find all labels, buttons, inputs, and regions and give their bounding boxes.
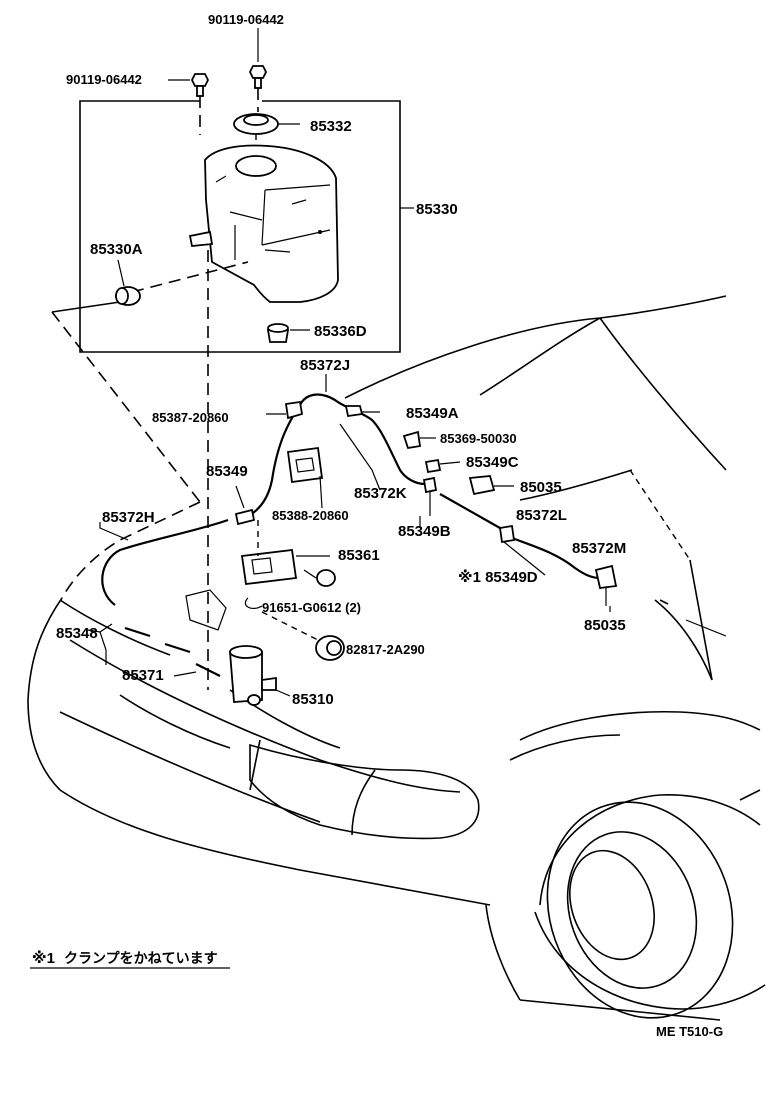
- label-joint-plain: 85349: [206, 463, 248, 480]
- hose-85372j: [249, 393, 426, 516]
- label-grommet-82817: 82817-2A290: [346, 642, 425, 657]
- clamp-85387: [266, 400, 304, 420]
- label-nozzle-1: 85035: [520, 479, 562, 496]
- label-hose-371: 85371: [122, 667, 164, 684]
- label-hose-k: 85372K: [354, 485, 407, 502]
- footnote-mark: ※1: [32, 949, 55, 967]
- hose-85371: [124, 626, 221, 677]
- label-bracket-361: 85361: [338, 547, 380, 564]
- car-body-outline: [27, 295, 766, 1021]
- washer-pump: [185, 589, 291, 706]
- bracket-85388: [286, 446, 324, 509]
- footnote-text: クランプをかねています: [64, 951, 218, 967]
- label-joint-d: ※1 85349D: [458, 568, 538, 586]
- label-plug: 85336D: [314, 323, 367, 340]
- hose-85372h: [101, 518, 229, 606]
- leader-lines: [87, 28, 611, 677]
- label-screw: 91651-G0612 (2): [262, 600, 361, 615]
- label-bolt-left: 90119-06442: [66, 72, 142, 87]
- bolt-top: [248, 65, 268, 112]
- footnote: ※1 クランプをかねています: [30, 949, 230, 969]
- plug-85336d: [266, 323, 310, 343]
- joint-85349c: [424, 458, 461, 474]
- label-cap: 85332: [310, 118, 352, 135]
- label-joint-a: 85349A: [406, 405, 459, 422]
- tank-assembly-box: [79, 100, 414, 353]
- joint-85349a: [344, 405, 380, 418]
- label-bolt-top: 90119-06442: [208, 12, 284, 27]
- washer-tank: [131, 144, 339, 303]
- label-hose-l: 85372L: [516, 507, 567, 524]
- label-pump: 85310: [292, 691, 334, 708]
- nozzle-85035-b: [594, 564, 618, 606]
- label-joint-c: 85349C: [466, 454, 519, 471]
- hose-85372m: [511, 536, 601, 580]
- joint-85349: [234, 485, 256, 526]
- hose-85372l: [439, 493, 501, 529]
- diagram-code: ME T510-G: [656, 1024, 723, 1039]
- label-bracket-20860: 85388-20860: [272, 508, 349, 523]
- label-clamp-20860: 85387-20860: [152, 410, 229, 425]
- label-tank: 85330: [416, 201, 458, 218]
- joint-85349d: [498, 524, 516, 544]
- label-nozzle-2: 85035: [584, 617, 626, 634]
- nozzle-85035-a: [468, 475, 514, 496]
- grommet-82817: [261, 611, 345, 661]
- label-hose-m: 85372M: [572, 540, 626, 557]
- label-hose-h: 85372H: [102, 509, 155, 526]
- part-labels: 90119-06442 90119-06442 85332 85330 8533…: [56, 12, 626, 708]
- label-clip-50030: 85369-50030: [440, 431, 517, 446]
- bolt-left: [190, 73, 210, 690]
- label-joint-b: 85349B: [398, 523, 451, 540]
- label-joint-348: 85348: [56, 625, 98, 642]
- grommet-85330a: [115, 286, 141, 306]
- screw-91651: [244, 569, 336, 610]
- clip-85369: [402, 430, 436, 450]
- label-grommet-tank: 85330A: [90, 241, 143, 258]
- label-hose-j: 85372J: [300, 357, 350, 374]
- joint-85349b: [422, 476, 438, 516]
- bracket-85361: [240, 520, 330, 585]
